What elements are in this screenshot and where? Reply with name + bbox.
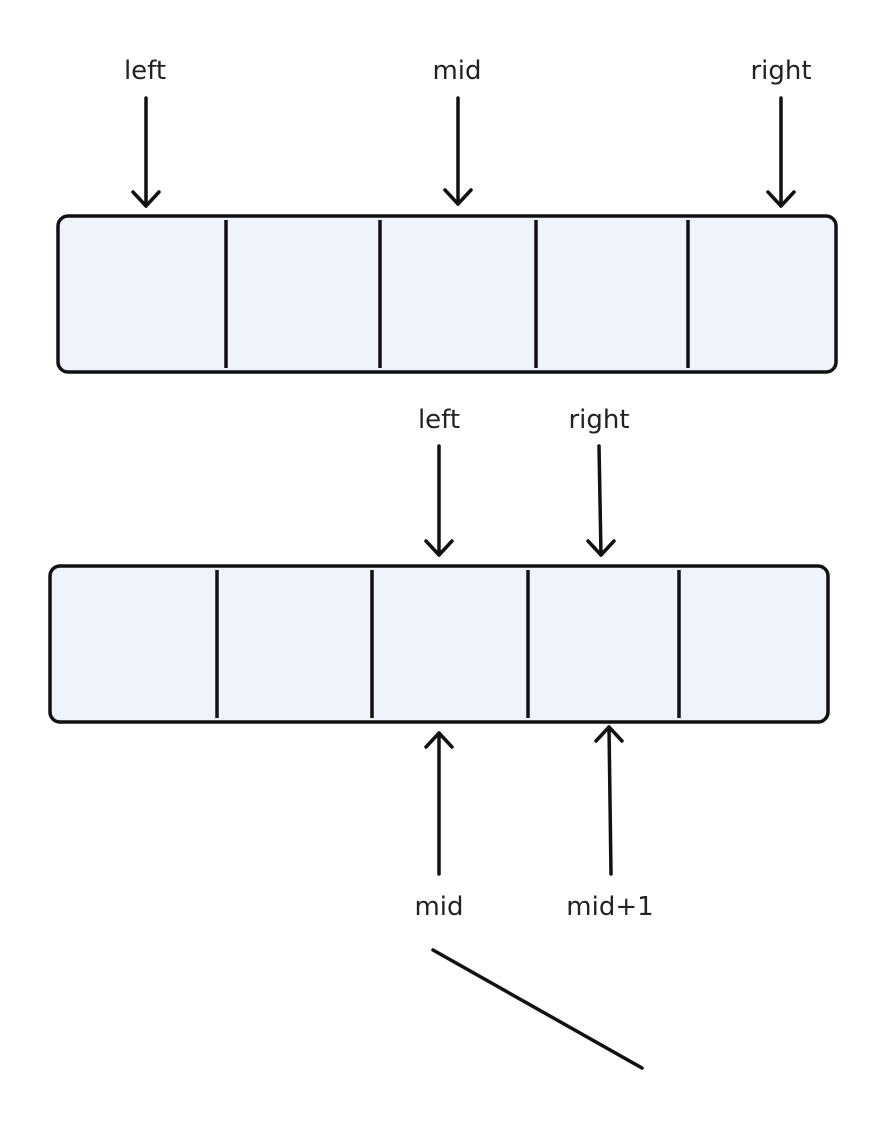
array-1-mid-label: mid xyxy=(432,56,481,86)
array-2-left-label: left xyxy=(418,405,460,435)
array-diagram-2: left right mid mid+1 xyxy=(48,405,830,922)
diagonal-line xyxy=(431,948,644,1070)
array-2-mid-label: mid xyxy=(414,892,463,922)
array-1-right-label: right xyxy=(750,56,811,86)
array-2-mid-arrow-icon xyxy=(424,731,454,876)
array-1-mid-arrow-icon xyxy=(443,96,473,206)
array-1-right-arrow-icon xyxy=(766,96,796,208)
array-2-right-arrow-icon xyxy=(586,444,616,557)
array-2-left-arrow-icon xyxy=(424,444,454,557)
array-2-right-label: right xyxy=(568,405,629,435)
array-2-box xyxy=(48,564,830,724)
array-diagram-1: left mid right xyxy=(56,56,838,374)
array-1-left-arrow-icon xyxy=(131,96,161,208)
array-2-mid-plus-one-arrow-icon xyxy=(594,725,624,876)
array-1-box xyxy=(56,214,838,374)
array-1-left-label: left xyxy=(124,56,166,86)
array-2-mid-plus-one-label: mid+1 xyxy=(566,892,653,922)
